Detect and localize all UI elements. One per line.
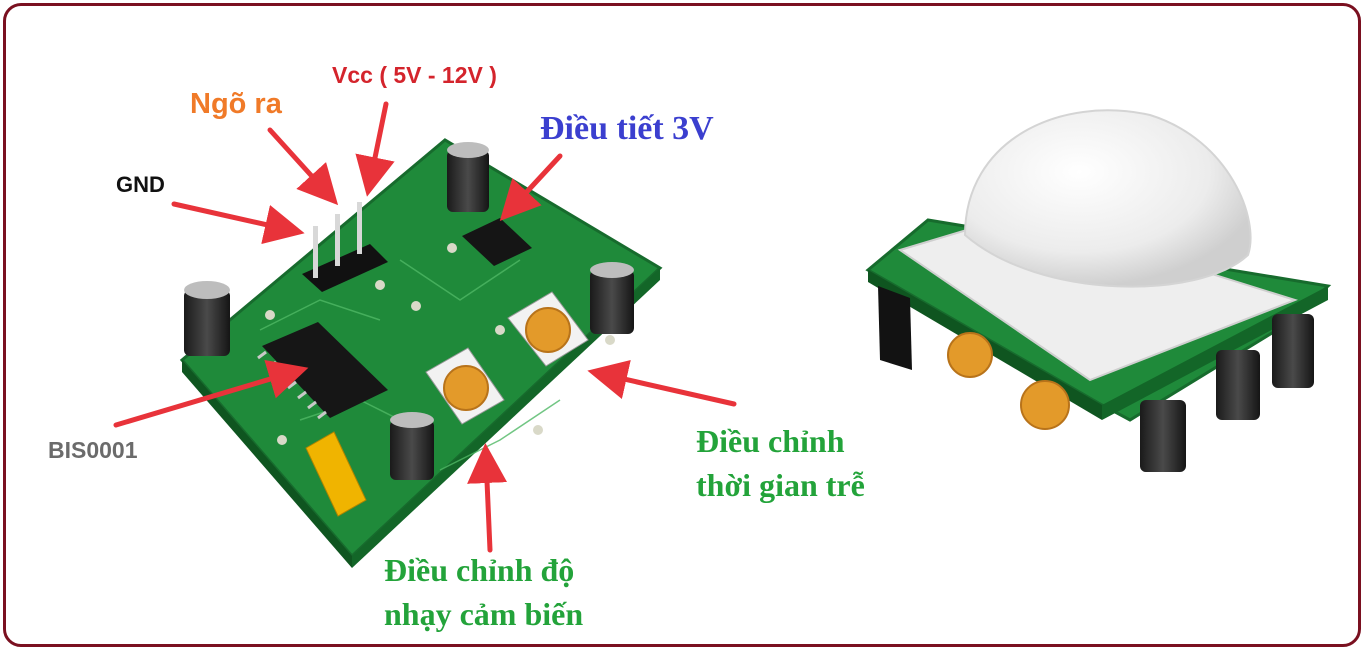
capacitor — [447, 142, 489, 212]
capacitor — [184, 281, 230, 356]
sensitivity-label-line2: nhạy cảm biến — [384, 596, 584, 632]
gnd-arrow — [171, 201, 305, 245]
gnd-label: GND — [116, 172, 165, 197]
voltage-regulator — [462, 218, 532, 266]
sensitivity-arrow — [467, 443, 508, 553]
output-label: Ngõ ra — [190, 88, 282, 120]
delay-potentiometer — [507, 291, 589, 367]
capacitor — [590, 262, 634, 334]
regulator-arrow — [499, 153, 563, 222]
chip-label: BIS0001 — [48, 437, 138, 463]
pir-sensor-side-view — [865, 109, 1332, 472]
delay-label-line2: thời gian trễ — [696, 467, 865, 503]
regulator-label: Điều tiết 3V — [540, 110, 714, 147]
header-pins — [302, 202, 388, 292]
sensitivity-label-line1: Điều chỉnh độ — [384, 552, 575, 588]
delay-label-line1: Điều chỉnh — [696, 423, 845, 459]
vcc-label: Vcc ( 5V - 12V ) — [332, 62, 497, 88]
mode-jumper — [305, 431, 367, 517]
sensitivity-potentiometer — [425, 347, 505, 425]
vcc-arrow — [355, 101, 395, 197]
pir-board-top-view — [179, 138, 663, 568]
chip-arrow — [113, 359, 309, 428]
delay-arrow — [587, 360, 737, 407]
capacitor — [390, 412, 434, 480]
arrows — [113, 101, 737, 553]
output-arrow — [267, 127, 339, 206]
